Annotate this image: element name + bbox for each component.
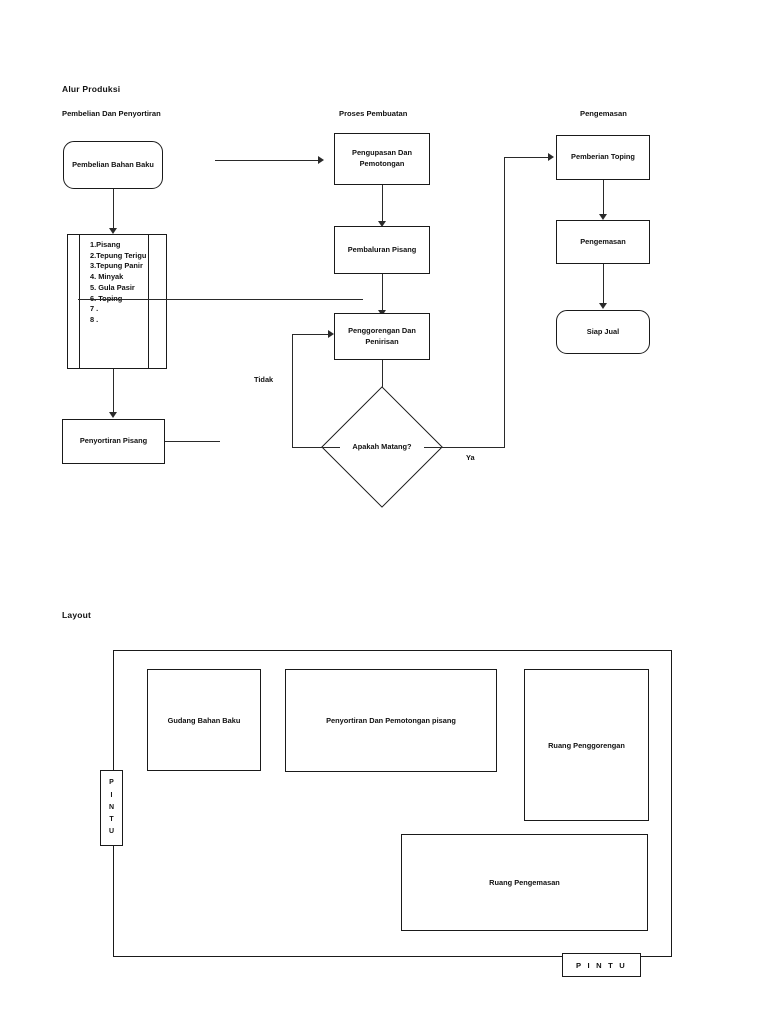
list-item: 6. Toping [90, 293, 123, 303]
connector-ya-horizontal-lower [424, 447, 505, 448]
node-pembaluran-pisang[interactable]: Pembaluran Pisang [334, 226, 430, 274]
flow-section-title: Alur Produksi [62, 84, 121, 94]
node-pengemasan-label: Pengemasan [580, 236, 626, 246]
room-penyortiran-pemotongan-pisang[interactable]: Penyortiran Dan Pemotongan pisang [285, 669, 497, 772]
predef-bar-right [148, 235, 149, 368]
node-pemberian-toping[interactable]: Pemberian Toping [556, 135, 650, 180]
arrowhead-pembelian-to-list [109, 228, 117, 234]
room-gudang-bahan-baku[interactable]: Gudang Bahan Baku [147, 669, 261, 771]
list-item: 7 . [90, 304, 99, 314]
node-pengupasan-pemotongan[interactable]: Pengupasan Dan Pemotongan [334, 133, 430, 185]
node-pemberian-toping-label: Pemberian Toping [571, 152, 635, 162]
connector-tidak-horizontal-upper [292, 334, 332, 335]
arrowhead-list-to-penyortiran [109, 412, 117, 418]
door-letter: I [110, 791, 113, 799]
door-letter: N [108, 803, 115, 811]
node-penggorengan-penirisan[interactable]: Penggorengan Dan Penirisan [334, 313, 430, 360]
connector-penyortiran-stub [165, 441, 220, 442]
door-letter: P [109, 779, 114, 787]
node-pengemasan[interactable]: Pengemasan [556, 220, 650, 264]
connector-tidak-vertical [292, 334, 293, 447]
arrowhead-ya-to-pemberian-toping [548, 153, 554, 161]
predef-bar-left [79, 235, 80, 368]
arrowhead-toping-to-pengemasan [599, 214, 607, 220]
room-ruang-penggorengan[interactable]: Ruang Penggorengan [524, 669, 649, 821]
connector-pembaluran-to-penggorengan [382, 274, 383, 312]
door-letter: U [108, 828, 115, 836]
room-ruang-penggorengan-label: Ruang Penggorengan [548, 740, 625, 750]
node-penggorengan-penirisan-label: Penggorengan Dan Penirisan [348, 325, 416, 346]
node-penyortiran-pisang[interactable]: Penyortiran Pisang [62, 419, 165, 464]
node-pembelian-bahan-baku[interactable]: Pembelian Bahan Baku [63, 141, 163, 189]
connector-list-to-penggorengan [78, 299, 363, 300]
connector-pembelian-to-list [113, 189, 114, 229]
node-bahan-list[interactable]: 1.Pisang 2.Tepung Terigu 3.Tepung Panir … [67, 234, 167, 369]
connector-ya-vertical [504, 157, 505, 447]
node-siap-jual-label: Siap Jual [586, 326, 620, 336]
connector-list-to-penyortiran [113, 369, 114, 414]
node-penyortiran-pisang-label: Penyortiran Pisang [79, 436, 148, 446]
door-bottom-pintu[interactable]: P I N T U [562, 953, 641, 977]
connector-pengupasan-to-pembaluran [382, 185, 383, 223]
arrowhead-to-pengupasan [318, 156, 324, 164]
column-title-proses: Proses Pembuatan [339, 109, 408, 118]
room-gudang-bahan-baku-label: Gudang Bahan Baku [167, 715, 241, 725]
connector-to-pengupasan [215, 160, 320, 161]
door-left-pintu[interactable]: P I N T U [100, 770, 123, 846]
room-ruang-pengemasan[interactable]: Ruang Pengemasan [401, 834, 648, 931]
bahan-list-items: 1.Pisang 2.Tepung Terigu 3.Tepung Panir … [90, 240, 162, 326]
column-title-pembelian: Pembelian Dan Penyortiran [62, 109, 161, 118]
connector-tidak-horizontal-lower [292, 447, 340, 448]
node-pembelian-bahan-baku-label: Pembelian Bahan Baku [72, 159, 154, 169]
node-apakah-matang-label: Apakah Matang? [352, 442, 412, 452]
list-item: 5. Gula Pasir [90, 282, 135, 292]
connector-penggorengan-to-decision [382, 360, 383, 400]
node-pembaluran-pisang-label: Pembaluran Pisang [347, 244, 417, 254]
connector-ya-horizontal-upper [504, 157, 550, 158]
arrowhead-tidak-to-penggorengan [328, 330, 334, 338]
connector-pengemasan-to-siap-jual [603, 264, 604, 306]
list-item: 1.Pisang [90, 240, 121, 249]
room-penyortiran-pemotongan-pisang-label: Penyortiran Dan Pemotongan pisang [326, 716, 456, 725]
node-siap-jual[interactable]: Siap Jual [556, 310, 650, 354]
connector-toping-to-pengemasan [603, 180, 604, 216]
door-letter: T [109, 816, 114, 824]
list-item: 3.Tepung Panir [90, 261, 143, 271]
list-item: 4. Minyak [90, 272, 124, 282]
node-apakah-matang[interactable]: Apakah Matang? [321, 386, 443, 508]
edge-label-ya: Ya [466, 453, 475, 462]
edge-label-tidak: Tidak [254, 375, 274, 384]
arrowhead-pengemasan-to-siap-jual [599, 303, 607, 309]
column-title-pengemasan: Pengemasan [580, 109, 627, 118]
layout-section-title: Layout [62, 610, 92, 620]
arrowhead-pengupasan-to-pembaluran [378, 221, 386, 227]
node-pengupasan-pemotongan-label: Pengupasan Dan Pemotongan [352, 148, 412, 168]
door-bottom-pintu-label: P I N T U [576, 960, 627, 970]
list-item: 8 . [90, 315, 99, 325]
room-ruang-pengemasan-label: Ruang Pengemasan [489, 878, 560, 887]
list-item: 2.Tepung Terigu [90, 250, 147, 260]
